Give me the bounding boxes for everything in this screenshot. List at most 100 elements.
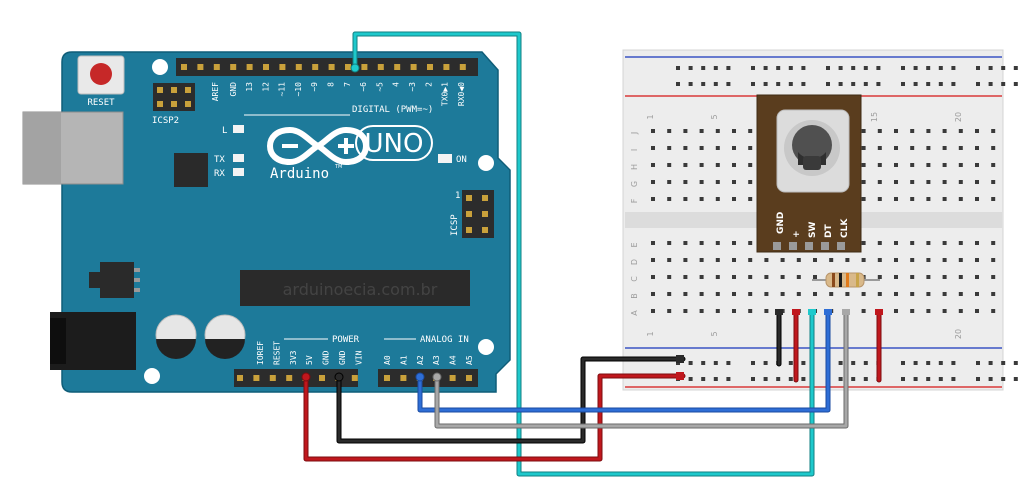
breadboard-hole <box>958 241 963 245</box>
header-pin <box>443 64 450 70</box>
breadboard-hole <box>676 66 680 70</box>
breadboard-hole <box>683 163 688 167</box>
breadboard-hole <box>958 309 963 313</box>
breadboard-hole <box>813 275 817 279</box>
breadboard-hole <box>683 241 688 245</box>
digital-label: DIGITAL (PWM=~) <box>352 105 433 115</box>
breadboard-hole <box>901 377 905 381</box>
breadboard-hole <box>763 361 768 365</box>
header-pin <box>246 64 253 70</box>
breadboard-hole <box>1001 377 1006 381</box>
breadboard-hole <box>715 258 720 262</box>
breadboard-hole <box>910 258 915 262</box>
breadboard-hole <box>699 197 704 201</box>
breadboard-hole <box>1001 361 1006 365</box>
mounting-hole <box>144 368 160 384</box>
breadboard-hole <box>748 180 753 184</box>
breadboard-hole <box>763 82 768 86</box>
icsp2-label: ICSP2 <box>152 116 179 126</box>
breadboard-hole <box>732 292 736 296</box>
breadboard-hole <box>976 66 980 70</box>
breadboard-hole <box>801 377 806 381</box>
breadboard-hole <box>975 180 979 184</box>
breadboard-hole <box>926 146 931 150</box>
analog-header <box>378 369 478 387</box>
resistor <box>812 272 880 288</box>
header-pin <box>197 64 204 70</box>
digital-pin-label: ~10 <box>294 82 303 97</box>
capacitor <box>204 314 246 359</box>
breadboard-hole <box>763 377 768 381</box>
breadboard-hole <box>701 66 706 70</box>
breadboard-hole <box>788 82 793 86</box>
breadboard-hole <box>942 258 947 262</box>
breadboard-hole <box>732 309 736 313</box>
breadboard-hole <box>938 377 943 381</box>
breadboard-hole <box>926 377 931 381</box>
on-led-label: ON <box>456 155 467 165</box>
encoder-pin-label: GND <box>776 212 786 234</box>
power-pin-label: GND <box>338 350 347 365</box>
breadboard-hole <box>877 241 882 245</box>
breadboard-hole <box>926 241 931 245</box>
breadboard-hole <box>699 275 704 279</box>
rotary-encoder-module: GND + SW DT CLK <box>756 94 862 253</box>
breadboard-hole <box>651 275 655 279</box>
header-pin <box>253 375 260 381</box>
breadboard-hole <box>976 361 980 365</box>
header-pin <box>427 64 433 70</box>
breadboard-hole <box>732 258 736 262</box>
header-pin <box>312 64 319 70</box>
breadboard-hole <box>894 197 898 201</box>
breadboard-hole <box>726 66 731 70</box>
breadboard-hole <box>763 66 768 70</box>
breadboard-hole <box>975 309 979 313</box>
breadboard-hole <box>938 361 943 365</box>
breadboard-hole <box>861 163 866 167</box>
breadboard-hole <box>699 292 704 296</box>
breadboard-hole <box>877 129 882 133</box>
usb-connector-face <box>23 112 61 184</box>
breadboard-hole <box>732 129 736 133</box>
breadboard-hole <box>651 292 655 296</box>
breadboard-hole <box>951 66 956 70</box>
analog-pin-label: A3 <box>432 355 441 365</box>
wire-end <box>676 372 684 380</box>
wire-ends <box>301 63 883 382</box>
breadboard-hole <box>851 66 856 70</box>
breadboard-hole <box>751 82 755 86</box>
breadboard-hole <box>877 197 882 201</box>
header-pin <box>269 375 276 381</box>
breadboard-hole <box>701 361 706 365</box>
resistor-band <box>846 273 849 287</box>
breadboard-hole <box>861 241 866 245</box>
breadboard-hole <box>732 197 736 201</box>
encoder-knob <box>792 125 832 165</box>
breadboard-hole <box>894 292 898 296</box>
breadboard-hole <box>942 146 947 150</box>
header-pin <box>466 195 472 201</box>
breadboard-hole <box>876 82 881 86</box>
breadboard-hole <box>715 275 720 279</box>
breadboard-hole <box>732 180 736 184</box>
breadboard-hole <box>667 275 672 279</box>
trademark-label: TM <box>334 164 342 170</box>
voltage-regulator <box>100 262 134 298</box>
breadboard-hole <box>861 309 866 313</box>
breadboard-hole <box>942 241 947 245</box>
wire-end <box>824 309 832 315</box>
wire-end <box>792 309 800 315</box>
breadboard-row-letters: J I H G F E D C B A <box>630 132 639 316</box>
breadboard-hole <box>991 163 996 167</box>
breadboard-hole <box>926 129 931 133</box>
breadboard-hole <box>813 258 817 262</box>
reset-button[interactable] <box>90 63 112 85</box>
wire-a2-blue-core <box>418 310 830 412</box>
icsp-label: ICSP <box>450 214 460 236</box>
encoder-pin <box>837 242 845 250</box>
digital-pin-label: ~6 <box>359 82 368 92</box>
wire-end <box>808 309 816 315</box>
breadboard-hole <box>942 292 947 296</box>
wire-end <box>676 355 684 363</box>
digital-pin-label: TX0▶1 <box>441 82 450 106</box>
